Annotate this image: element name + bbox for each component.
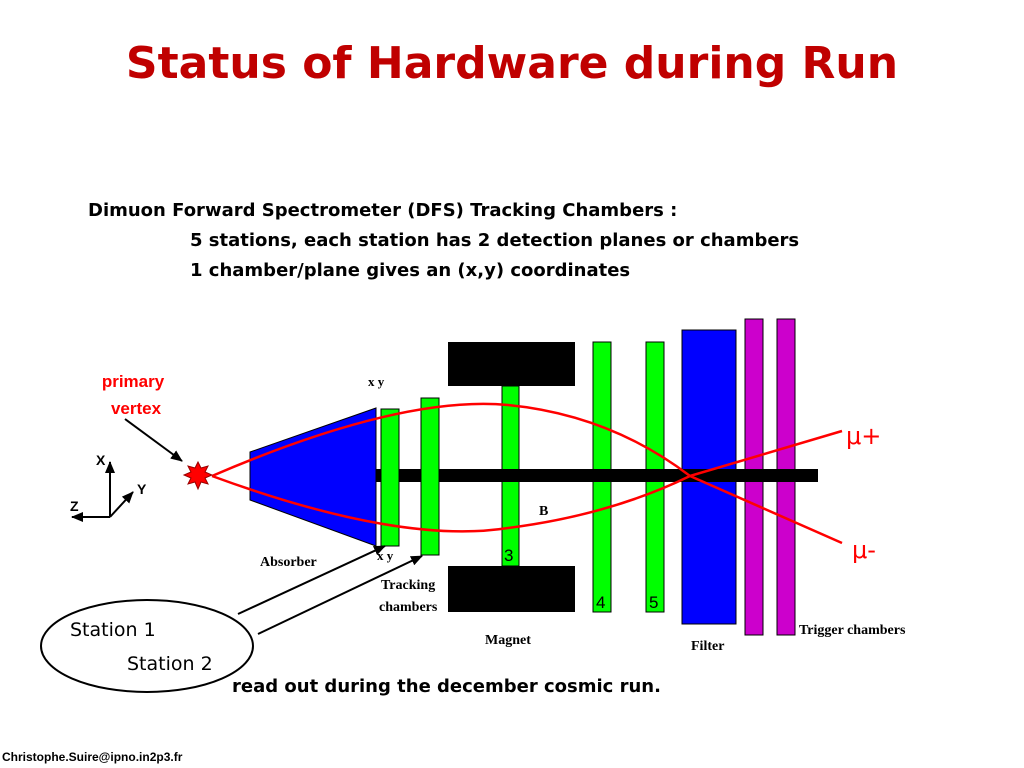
- absorber-label: Absorber: [260, 555, 317, 570]
- mu-minus-label: μ-: [852, 536, 876, 564]
- tracking-label-1: Tracking: [381, 578, 435, 593]
- absorber: [249, 407, 377, 547]
- intro-line-3: 1 chamber/plane gives an (x,y) coordinat…: [190, 260, 631, 281]
- readout-note: read out during the december cosmic run.: [232, 676, 661, 697]
- intro-line-1: Dimuon Forward Spectrometer (DFS) Tracki…: [88, 200, 678, 221]
- primary-vertex-icon: [182, 460, 214, 491]
- magnet-top: [448, 342, 575, 386]
- vertex-pointer-arrow: [124, 418, 183, 462]
- author-email: Christophe.Suire@ipno.in2p3.fr: [2, 750, 183, 764]
- station1-label: Station 1: [70, 619, 156, 641]
- station4-number: 4: [596, 593, 605, 612]
- tracking-label-2: chambers: [379, 600, 438, 615]
- magnet-bottom: [448, 566, 575, 612]
- station1-chamber: [380, 408, 400, 547]
- axis-y-line: [109, 491, 134, 518]
- filter-label: Filter: [691, 639, 724, 654]
- primary-vertex-label-2: vertex: [111, 399, 162, 418]
- xy-top-label: x y: [368, 374, 385, 389]
- primary-vertex-label-1: primary: [102, 372, 165, 391]
- axis-z-label: Z: [70, 498, 79, 514]
- axis-x-label: X: [96, 452, 106, 468]
- axis-y-label: Y: [137, 481, 147, 497]
- station-callout-ellipse: [40, 599, 254, 693]
- station5-number: 5: [649, 593, 658, 612]
- intro-text: Dimuon Forward Spectrometer (DFS) Tracki…: [88, 196, 799, 286]
- station3-number: 3: [504, 546, 513, 565]
- mu-plus-label: μ+: [846, 422, 881, 450]
- magnet-label: Magnet: [485, 633, 531, 648]
- mu-plus-track: [211, 402, 843, 478]
- xy-bottom-label: x y: [377, 548, 394, 563]
- station2-label: Station 2: [127, 653, 213, 675]
- slide-title: Status of Hardware during Run: [125, 38, 899, 89]
- b-field-label: B: [539, 504, 548, 519]
- station2-pointer-arrow: [257, 555, 423, 635]
- station2-chamber: [420, 397, 440, 556]
- trigger-label: Trigger chambers: [799, 623, 906, 638]
- station1-pointer-arrow: [237, 545, 386, 615]
- intro-line-2: 5 stations, each station has 2 detection…: [190, 230, 800, 251]
- beam-line-front: [500, 469, 818, 482]
- mu-minus-track: [211, 474, 843, 545]
